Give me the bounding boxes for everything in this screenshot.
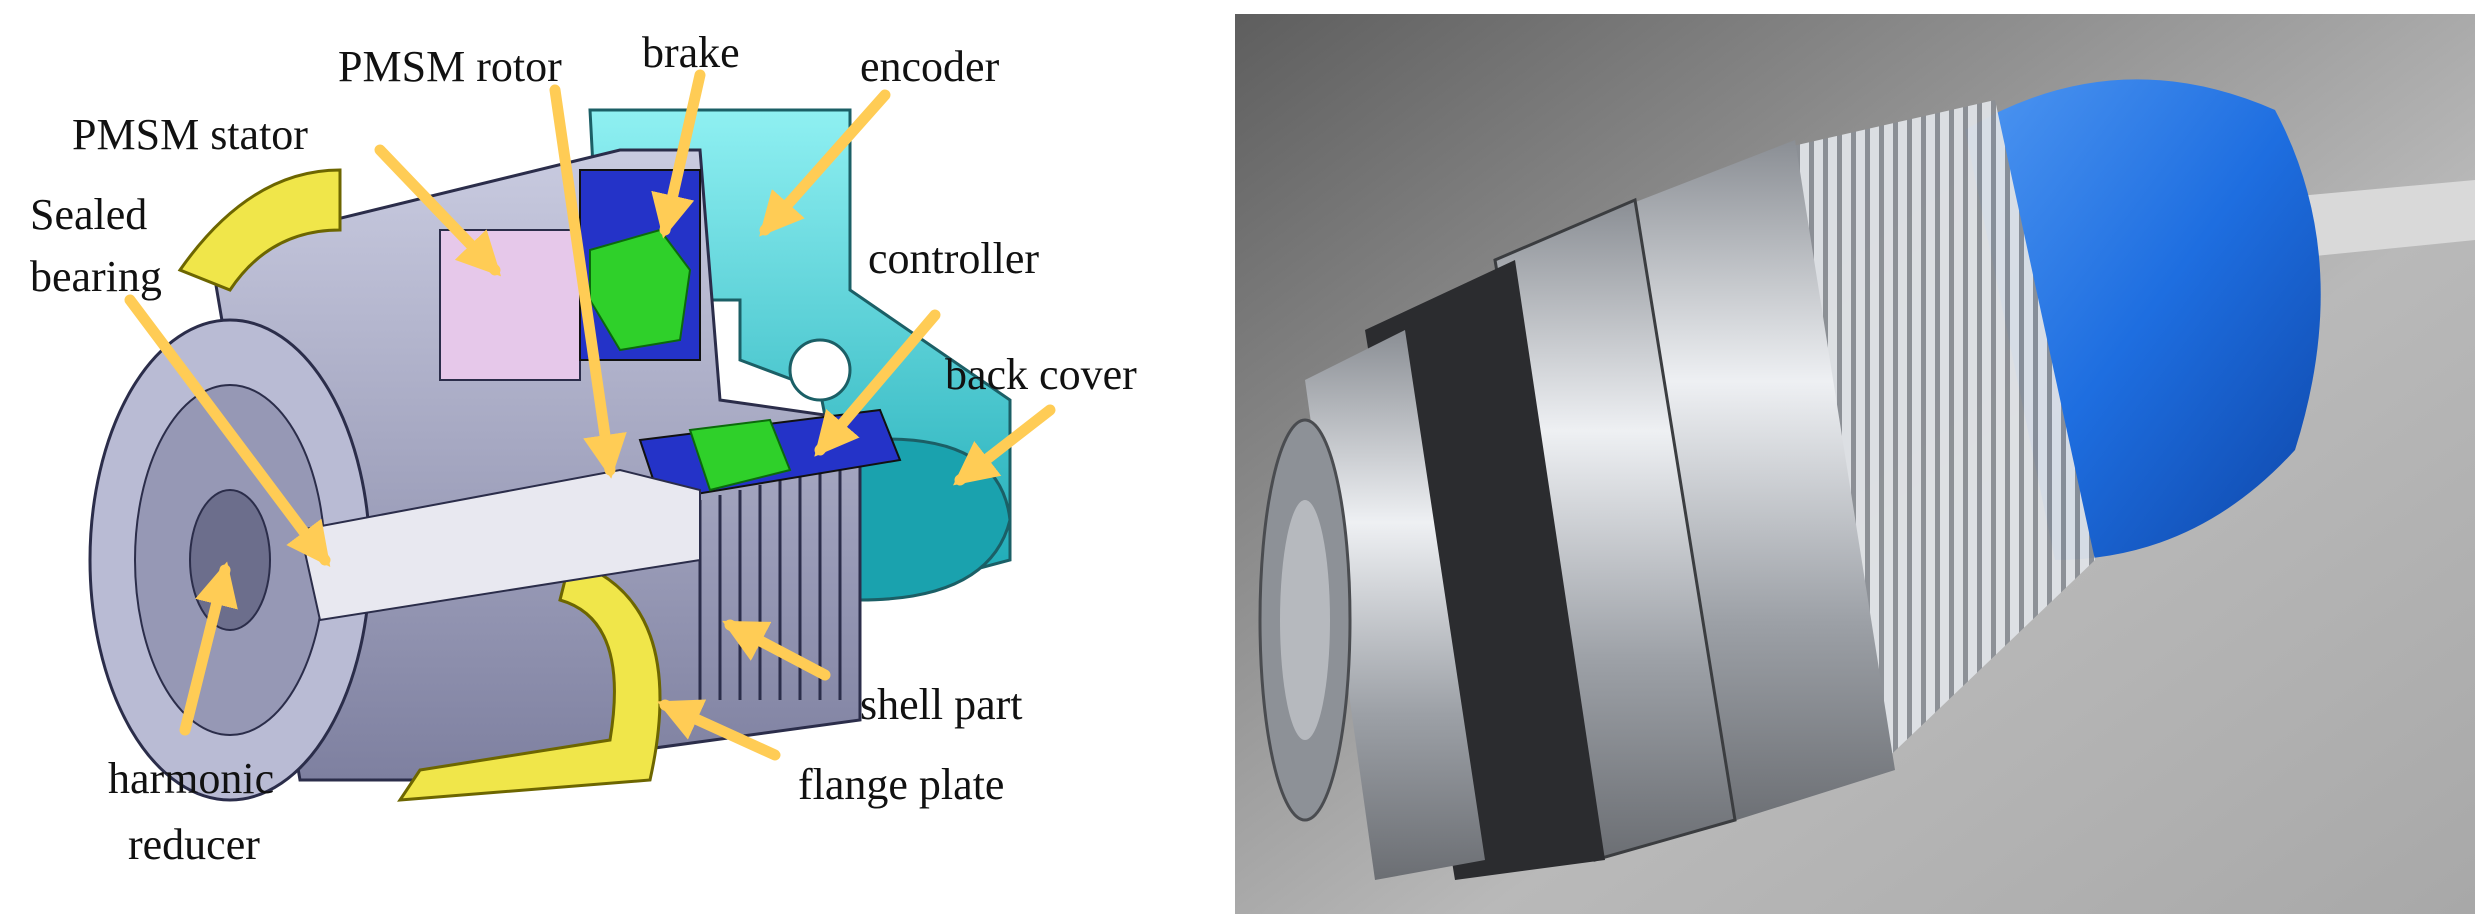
stator-shape bbox=[439, 229, 581, 381]
label-encoder: encoder bbox=[860, 42, 1000, 91]
flange-top-shape bbox=[177, 168, 342, 292]
cad-cutaway-drawing bbox=[88, 69, 1056, 802]
brake-shape bbox=[579, 169, 701, 361]
label-harmonic: harmonic bbox=[108, 754, 275, 803]
label-sealed: Sealed bbox=[30, 190, 148, 239]
joint-photo bbox=[1235, 14, 2475, 914]
label-controller: controller bbox=[868, 234, 1040, 283]
label-back-cover: back cover bbox=[945, 350, 1137, 399]
label-flange-plate: flange plate bbox=[798, 760, 1005, 809]
callout-arrows bbox=[124, 69, 1056, 761]
label-pmsm-stator: PMSM stator bbox=[72, 110, 308, 159]
label-shell-part: shell part bbox=[860, 680, 1023, 729]
flange-bottom-shape bbox=[397, 558, 662, 802]
label-reducer: reducer bbox=[128, 820, 260, 869]
label-pmsm-rotor: PMSM rotor bbox=[338, 42, 562, 91]
label-brake: brake bbox=[642, 28, 740, 77]
inner-shaft-shape bbox=[298, 468, 701, 622]
label-bearing: bearing bbox=[30, 252, 162, 301]
